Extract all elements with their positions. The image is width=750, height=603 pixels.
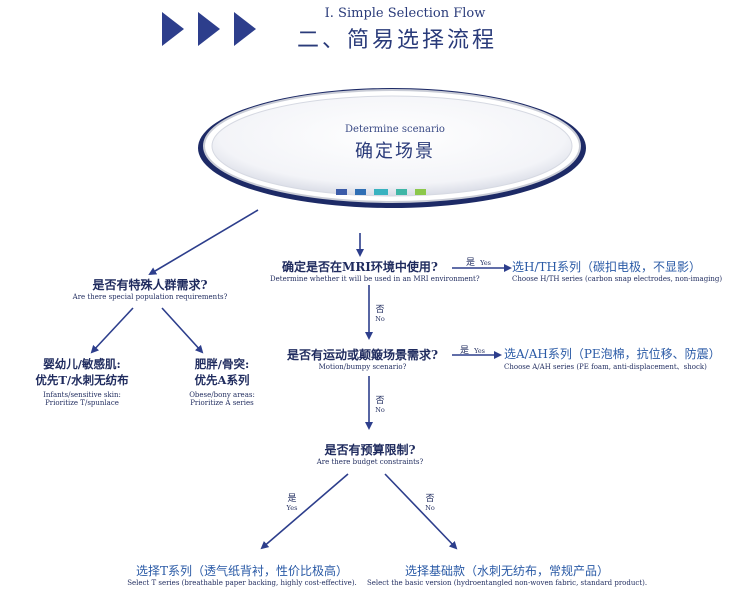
motion-no-cn: 否: [375, 396, 385, 406]
header-title-cn: 二、简易选择流程: [296, 28, 497, 53]
budget-yes-label: 是 Yes: [282, 491, 302, 512]
budget-yes-result-en: Select T series (breathable paper backin…: [127, 579, 357, 587]
mri-question-cn: 确定是否在MRI环境中使用?: [282, 260, 438, 274]
chevron-icon-3: [234, 12, 256, 46]
scenario-bar-4: [396, 189, 407, 195]
motion-no-en: No: [375, 406, 385, 414]
motion-no-label: 否 No: [372, 393, 388, 414]
infant-en-line2: Prioritize T/spunlace: [45, 399, 119, 407]
scenario-bar-1: [336, 189, 347, 195]
budget-yes-cn: 是: [287, 494, 297, 504]
motion-result-node: 选A/AH系列（PE泡棉，抗位移、防震） Choose A/AH series …: [504, 345, 744, 372]
budget-yes-result-node: 选择T系列（透气纸背衬，性价比极高） Select T series (brea…: [112, 562, 372, 587]
mri-result-node: 选H/TH系列（碳扣电极，不显影） Choose H/TH series (ca…: [512, 258, 742, 283]
infant-en-line1: Infants/sensitive skin:: [43, 391, 121, 399]
budget-yes-en: Yes: [286, 504, 298, 512]
motion-yes-label: 是 Yes: [460, 338, 485, 357]
motion-result-cn: 选A/AH系列（PE泡棉，抗位移、防震）: [504, 347, 721, 361]
infant-node: 婴幼儿/敏感肌: 优先T/水刺无纺布 Infants/sensitive ski…: [22, 356, 142, 407]
scenario-label-en: Determine scenario: [345, 124, 445, 135]
mri-no-en: No: [375, 315, 385, 323]
obese-node: 肥胖/骨突: 优先A系列 Obese/bony areas: Prioritiz…: [172, 356, 272, 407]
budget-no-result-cn: 选择基础款（水刺无纺布，常规产品）: [404, 564, 609, 578]
infant-cn-line1: 婴幼儿/敏感肌:: [43, 357, 121, 371]
budget-question-en: Are there budget constraints?: [316, 458, 424, 466]
mri-no-label: 否 No: [372, 302, 388, 323]
budget-yes-result-cn: 选择T系列（透气纸背衬，性价比极高）: [135, 564, 348, 578]
mri-question-en: Determine whether it will be used in an …: [270, 275, 480, 283]
scenario-ellipse-inner: [211, 95, 573, 197]
motion-question-en: Motion/bumpy scenario?: [318, 363, 407, 371]
arrow-budget-yes: [260, 473, 349, 550]
arrow-to-infant: [90, 307, 134, 354]
infant-cn-line2: 优先T/水刺无纺布: [35, 373, 129, 387]
budget-question-cn: 是否有预算限制?: [324, 443, 416, 457]
mri-yes-en: Yes: [480, 259, 492, 267]
obese-en-line2: Prioritize A series: [190, 399, 254, 407]
obese-cn-line1: 肥胖/骨突:: [194, 357, 250, 371]
budget-no-cn: 否: [425, 494, 435, 504]
scenario-bar-5: [415, 189, 426, 195]
obese-en-line1: Obese/bony areas:: [189, 391, 255, 399]
obese-cn-line2: 优先A系列: [194, 373, 250, 387]
arrow-budget-no: [384, 473, 458, 550]
budget-no-en: No: [425, 504, 435, 512]
mri-node: 确定是否在MRI环境中使用? Determine whether it will…: [270, 258, 480, 283]
budget-no-label: 否 No: [420, 491, 440, 512]
mri-yes-label: 是 Yes: [466, 250, 491, 269]
budget-no-result-en: Select the basic version (hydroentangled…: [366, 579, 648, 587]
motion-result-en: Choose A/AH series (PE foam, anti-displa…: [504, 363, 707, 371]
header-title-en: I. Simple Selection Flow: [324, 6, 486, 21]
mri-no-cn: 否: [375, 305, 385, 315]
scenario-bar-3: [374, 189, 388, 195]
special-population-question-en: Are there special population requirement…: [72, 293, 228, 301]
budget-no-result-node: 选择基础款（水刺无纺布，常规产品） Select the basic versi…: [362, 562, 652, 587]
mri-result-en: Choose H/TH series (carbon snap electrod…: [512, 275, 723, 283]
motion-yes-cn: 是: [460, 346, 470, 356]
scenario-label-cn: 确定场景: [355, 141, 435, 162]
mri-result-cn: 选H/TH系列（碳扣电极，不显影）: [512, 260, 701, 274]
mri-yes-cn: 是: [466, 258, 476, 268]
arrow-to-obese: [161, 307, 204, 354]
chevron-icon-1: [162, 12, 184, 46]
motion-yes-en: Yes: [474, 347, 486, 355]
chevron-icon-2: [198, 12, 220, 46]
special-population-node: 是否有特殊人群需求? Are there special population …: [60, 276, 240, 301]
scenario-bar-2: [355, 189, 366, 195]
budget-node: 是否有预算限制? Are there budget constraints?: [290, 441, 450, 466]
motion-question-cn: 是否有运动或颠簸场景需求?: [286, 348, 439, 362]
special-population-question-cn: 是否有特殊人群需求?: [92, 278, 208, 292]
arrow-to-special: [148, 209, 259, 276]
motion-node: 是否有运动或颠簸场景需求? Motion/bumpy scenario?: [280, 346, 445, 371]
